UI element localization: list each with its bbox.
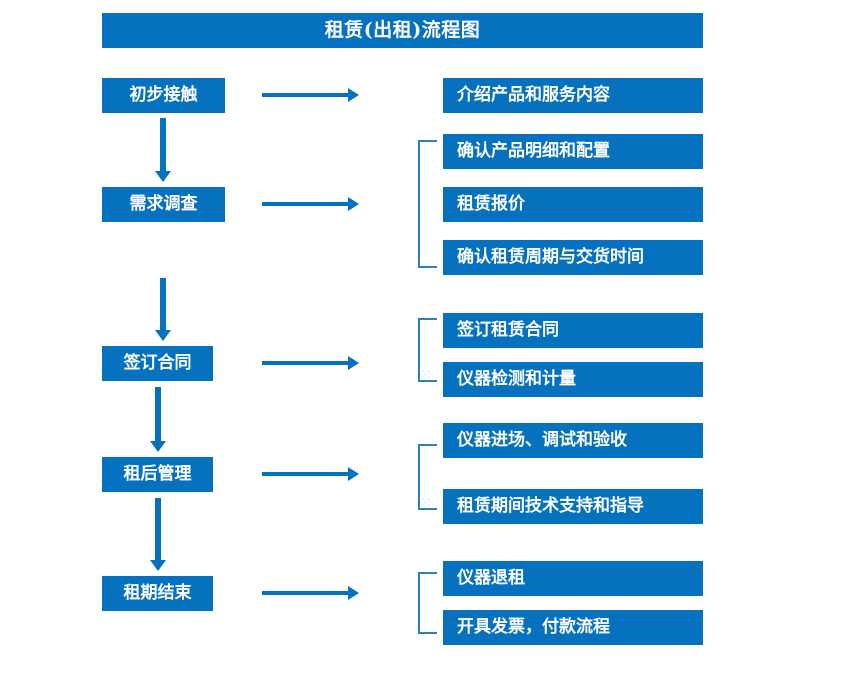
detail-node-5-2[interactable]: 开具发票，付款流程 (443, 610, 703, 645)
right-arrow-stage-5-shaft (262, 591, 349, 595)
down-arrow-2-to-3 (155, 278, 171, 341)
detail-node-2-2[interactable]: 租赁报价 (443, 187, 703, 222)
stage-node-2-label: 需求调查 (129, 194, 198, 214)
right-arrow-stage-3-head (348, 356, 359, 370)
down-arrow-4-to-5-head (150, 560, 166, 571)
down-arrow-3-to-4-shaft (155, 387, 161, 441)
group-bracket-5 (418, 572, 437, 634)
page-title: 租赁(出租)流程图 (324, 19, 481, 41)
detail-node-3-1[interactable]: 签订租赁合同 (443, 313, 703, 348)
down-arrow-3-to-4 (150, 387, 166, 452)
right-arrow-stage-5 (262, 586, 359, 600)
stage-node-5[interactable]: 租期结束 (102, 576, 213, 611)
detail-node-1-1-label: 介绍产品和服务内容 (457, 85, 610, 105)
stage-node-2[interactable]: 需求调查 (102, 187, 225, 222)
detail-node-2-1[interactable]: 确认产品明细和配置 (443, 134, 703, 169)
right-arrow-stage-2 (262, 197, 359, 211)
down-arrow-1-to-2-shaft (160, 118, 166, 171)
stage-node-1-label: 初步接触 (129, 85, 198, 105)
detail-node-4-2[interactable]: 租赁期间技术支持和指导 (443, 489, 703, 524)
right-arrow-stage-1-shaft (262, 93, 349, 97)
right-arrow-stage-1 (262, 88, 359, 102)
detail-node-4-1-label: 仪器进场、调试和验收 (457, 430, 627, 450)
detail-node-3-1-label: 签订租赁合同 (457, 320, 559, 340)
detail-node-2-3-label: 确认租赁周期与交货时间 (457, 247, 644, 267)
down-arrow-1-to-2 (155, 118, 171, 182)
right-arrow-stage-2-head (348, 197, 359, 211)
right-arrow-stage-3 (262, 356, 359, 370)
right-arrow-stage-1-head (348, 88, 359, 102)
right-arrow-stage-3-shaft (262, 361, 349, 365)
stage-node-1[interactable]: 初步接触 (102, 78, 225, 113)
right-arrow-stage-4-head (348, 467, 359, 481)
down-arrow-2-to-3-shaft (160, 278, 166, 330)
right-arrow-stage-2-shaft (262, 202, 349, 206)
detail-node-3-2[interactable]: 仪器检测和计量 (443, 362, 703, 397)
detail-node-4-1[interactable]: 仪器进场、调试和验收 (443, 423, 703, 458)
detail-node-1-1[interactable]: 介绍产品和服务内容 (443, 78, 703, 113)
detail-node-5-2-label: 开具发票，付款流程 (457, 617, 610, 637)
detail-node-5-1-label: 仪器退租 (457, 568, 525, 588)
down-arrow-3-to-4-head (150, 441, 166, 452)
group-bracket-3 (418, 318, 437, 382)
down-arrow-1-to-2-head (155, 171, 171, 182)
stage-node-4-label: 租后管理 (123, 464, 192, 484)
stage-node-5-label: 租期结束 (123, 583, 192, 603)
detail-node-5-1[interactable]: 仪器退租 (443, 561, 703, 596)
right-arrow-stage-5-head (348, 586, 359, 600)
stage-node-4[interactable]: 租后管理 (102, 457, 213, 492)
group-bracket-2 (418, 140, 437, 268)
stage-node-3-label: 签订合同 (123, 353, 192, 373)
detail-node-3-2-label: 仪器检测和计量 (457, 369, 576, 389)
detail-node-2-3[interactable]: 确认租赁周期与交货时间 (443, 240, 703, 275)
right-arrow-stage-4 (262, 467, 359, 481)
chart-title-banner: 租赁(出租)流程图 (102, 13, 703, 48)
down-arrow-4-to-5 (150, 498, 166, 571)
detail-node-2-2-label: 租赁报价 (457, 194, 525, 214)
down-arrow-2-to-3-head (155, 330, 171, 341)
detail-node-4-2-label: 租赁期间技术支持和指导 (457, 496, 644, 516)
detail-node-2-1-label: 确认产品明细和配置 (457, 141, 610, 161)
down-arrow-4-to-5-shaft (155, 498, 161, 560)
stage-node-3[interactable]: 签订合同 (102, 346, 213, 381)
right-arrow-stage-4-shaft (262, 472, 349, 476)
group-bracket-4 (418, 444, 437, 510)
